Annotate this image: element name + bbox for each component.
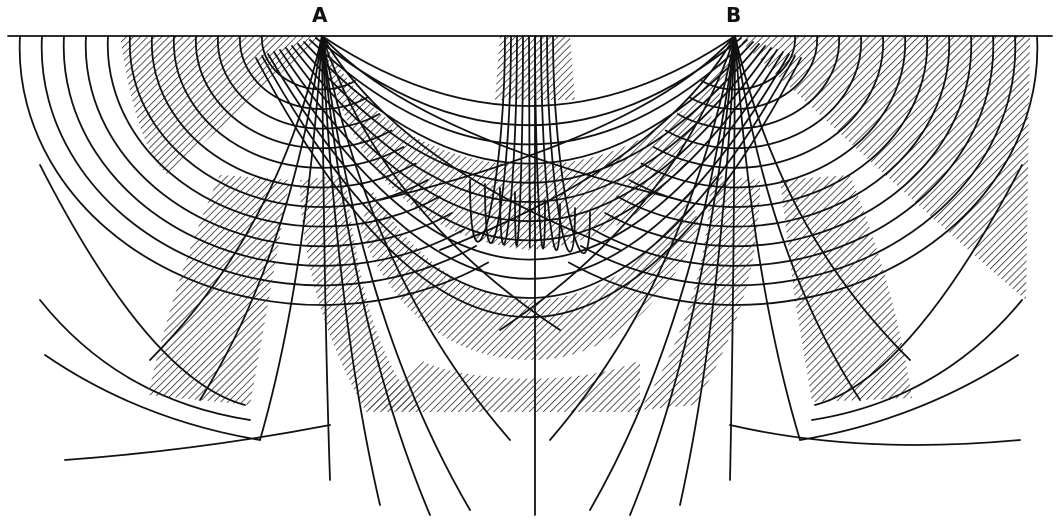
arc-a	[261, 35, 356, 91]
bowl-arc	[261, 55, 796, 299]
arc-b	[580, 35, 1017, 287]
hatch-top-right	[735, 36, 1030, 300]
bowl-arc	[255, 57, 802, 319]
arc-b	[689, 35, 818, 110]
field-line-a	[321, 35, 681, 201]
arc-a	[150, 35, 417, 189]
field-line-a	[259, 35, 323, 441]
outer-arc	[729, 424, 1021, 446]
field-line-a	[321, 35, 431, 516]
outer-arc	[64, 424, 331, 461]
field-lines	[149, 35, 911, 516]
arc-a	[40, 35, 477, 287]
outer-arc	[811, 299, 1023, 421]
point-a-label: A	[312, 3, 328, 27]
arc-a	[106, 35, 441, 228]
arc-a	[172, 35, 405, 169]
field-line-b	[589, 35, 736, 511]
outer-arc	[39, 299, 251, 421]
bowl-arc	[279, 49, 778, 242]
arc-a	[128, 35, 429, 208]
field-line-a	[199, 35, 323, 401]
bowl-arc	[267, 53, 790, 280]
field-line-a	[321, 35, 381, 506]
field-line-b	[629, 35, 736, 516]
central-line	[484, 35, 512, 244]
arc-b	[592, 35, 995, 267]
arc-a	[217, 35, 381, 130]
central-line	[514, 35, 524, 247]
outer-arc	[814, 164, 1023, 406]
arc-a	[18, 35, 489, 306]
bowl-arc	[315, 37, 742, 126]
hatch-right-inner	[640, 175, 760, 410]
bowl-arc	[285, 47, 772, 222]
field-line-a	[321, 35, 331, 481]
bowl-arc	[297, 43, 760, 184]
arc-a	[194, 35, 393, 150]
equipotential-arcs	[18, 35, 1039, 461]
arc-b	[676, 35, 840, 130]
bowl-arc	[321, 35, 736, 107]
hatch-center-mid	[360, 190, 700, 360]
arc-b	[701, 35, 796, 91]
hatch-center-bowl	[322, 36, 735, 250]
arc-a	[62, 35, 465, 267]
field-line-b	[679, 35, 736, 506]
central-line	[546, 35, 576, 253]
hatch-left-inner	[300, 175, 420, 410]
central-line	[499, 35, 518, 246]
central-line	[528, 35, 531, 249]
central-line	[552, 35, 591, 255]
bowl-arc	[291, 45, 766, 203]
arc-b	[652, 35, 885, 169]
arc-b	[616, 35, 951, 228]
hatch-bottom-center	[365, 360, 640, 412]
field-line-b	[379, 35, 736, 201]
outer-arc	[44, 354, 261, 441]
outer-arc	[39, 164, 246, 406]
bowl-arc	[303, 41, 754, 165]
point-b-label: B	[726, 3, 741, 27]
field-line-a	[321, 35, 471, 511]
arc-b	[640, 35, 907, 189]
bowl-arc	[309, 39, 748, 146]
outer-arc	[799, 354, 1019, 441]
hatch-right-band	[780, 175, 912, 402]
field-line-b	[734, 35, 801, 441]
field-line-b	[734, 35, 911, 361]
field-line-b	[729, 35, 736, 481]
field-line-a	[149, 35, 323, 361]
central-line	[469, 35, 506, 243]
arc-b	[664, 35, 863, 150]
field-line-b	[734, 35, 861, 401]
bowl-arc	[273, 51, 784, 261]
arc-b	[568, 35, 1039, 306]
arc-b	[604, 35, 973, 248]
arc-b	[628, 35, 929, 208]
